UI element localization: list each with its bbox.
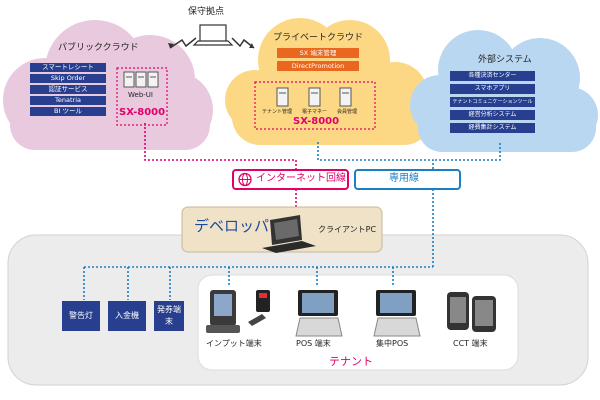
public-service-item: 認証サービス (30, 85, 106, 94)
public-service-item: BI ツール (30, 107, 106, 116)
webui-box (116, 67, 168, 126)
public-cloud-title: パブリッククラウド (58, 43, 139, 53)
server-label: テナント管理 (262, 109, 293, 115)
external-system-item: スマホアプリ (450, 84, 535, 94)
webui-label: Web-UI (128, 91, 153, 99)
public-service-item: スマートレシート (30, 63, 106, 72)
external-system-item: テナントコミュニケーションツール (450, 97, 535, 107)
client-pc-label: クライアントPC (318, 225, 377, 234)
server-label: 会員管理 (337, 109, 358, 115)
external-cloud-title: 外部システム (478, 55, 532, 65)
pos-terminal-icon (295, 290, 343, 337)
private-service-item: DirectPromotion (277, 61, 359, 71)
client-pc-icon (262, 215, 316, 253)
central-pos-icon (373, 290, 421, 337)
warning-light-box: 警告灯 (62, 301, 100, 331)
pos-terminal-label: POS 端末 (296, 339, 331, 348)
deposit-machine-box: 入金機 (108, 301, 146, 331)
public-product-label: SX-8000 (119, 107, 166, 118)
maintenance-label: 保守拠点 (188, 7, 225, 17)
public-cloud-shape (3, 20, 213, 150)
server-label: 電子マネー (302, 109, 328, 115)
external-system-item: 各種決済センター (450, 71, 535, 81)
public-service-item: Skip Order (30, 74, 106, 83)
private-cloud-title: プライベートクラウド (273, 33, 364, 43)
internet-badge (232, 169, 349, 190)
input-terminal-label: インプット端末 (206, 339, 262, 348)
connection-lines (83, 123, 501, 300)
internet-label: インターネット回線 (256, 173, 346, 184)
developer-label: デベロッパ (194, 217, 270, 235)
private-server-box (254, 81, 376, 130)
dedicated-badge (354, 169, 461, 190)
tenant-label: テナント (329, 355, 373, 368)
ticket-machine-box: 発券端末 (154, 301, 184, 331)
private-service-item: SX 端末管理 (277, 48, 359, 58)
maintenance-laptop-icon (192, 24, 234, 46)
external-system-item: 経費集計システム (450, 123, 535, 133)
external-system-item: 経営分析システム (450, 110, 535, 120)
cct-terminal-icon (447, 292, 496, 332)
cct-terminal-label: CCT 端末 (453, 339, 488, 348)
public-service-item: Tenatria (30, 96, 106, 105)
input-terminal-icon (206, 290, 270, 333)
private-server-icons (276, 87, 352, 107)
dedicated-label: 専用線 (389, 173, 419, 184)
maintenance-link-arrows (169, 37, 255, 49)
private-product-label: SX-8000 (293, 116, 340, 127)
webui-server-icon (123, 71, 159, 88)
central-pos-label: 集中POS (376, 339, 409, 348)
